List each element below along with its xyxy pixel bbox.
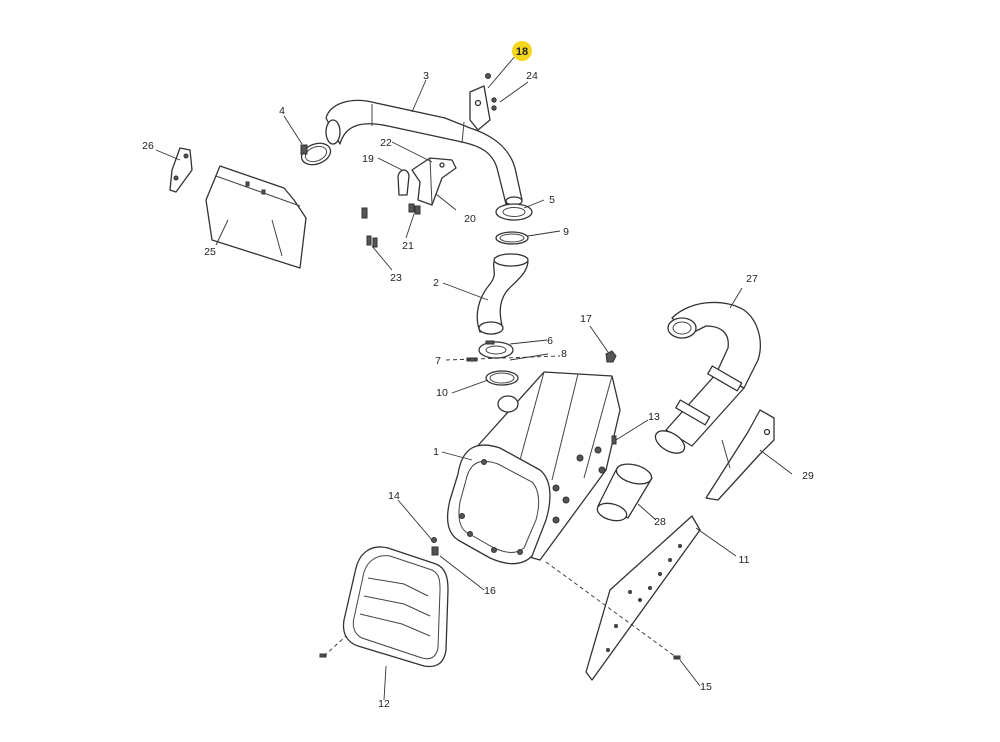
part-16-nut[interactable] [431,546,439,556]
callout-16[interactable]: 16 [484,585,496,597]
part-1-muffler[interactable] [446,371,621,565]
callout-27[interactable]: 27 [746,273,758,285]
part-28-tailpipe[interactable] [595,461,653,524]
heat-shield-holes [606,544,682,652]
part-3-upper-pipe[interactable] [325,99,523,206]
part-5-flange[interactable] [495,203,533,221]
leader-lines [155,54,793,701]
callout-14[interactable]: 14 [388,490,400,502]
part-2-lower-pipe[interactable] [476,253,529,335]
callout-13[interactable]: 13 [648,411,660,423]
part-26-shield-clip[interactable] [169,147,193,193]
callout-22[interactable]: 22 [380,137,392,149]
muffler-studs [459,446,606,555]
callout-1[interactable]: 1 [433,446,439,458]
callout-21[interactable]: 21 [402,240,414,252]
callout-labels: 3 4 24 26 22 19 5 20 9 21 25 23 27 2 17 … [142,70,814,710]
callout-29[interactable]: 29 [802,470,814,482]
part-17-nut[interactable] [605,350,617,363]
callout-17[interactable]: 17 [580,313,592,325]
callout-4[interactable]: 4 [279,105,285,117]
part-24-hanger-bracket[interactable] [469,73,497,131]
part-20-bracket[interactable] [411,157,457,206]
part-29-bracket[interactable] [705,409,775,501]
part-6-flange[interactable] [478,341,514,359]
callout-28[interactable]: 28 [654,516,666,528]
highlight-marker [512,41,532,61]
callout-18: 18 [516,46,528,58]
part-10-gasket[interactable] [485,370,519,386]
part-19-strap[interactable] [397,169,410,196]
part-9-gasket[interactable] [495,231,529,245]
callout-6[interactable]: 6 [547,335,553,347]
part-12-grille[interactable] [342,546,449,668]
callout-23[interactable]: 23 [390,272,402,284]
part-11-heat-shield[interactable] [585,515,701,681]
callout-25[interactable]: 25 [204,246,216,258]
part-25-side-shield[interactable] [205,165,307,269]
callout-10[interactable]: 10 [436,387,448,399]
callout-26[interactable]: 26 [142,140,154,152]
part-23-bolts[interactable] [366,235,378,248]
callout-20[interactable]: 20 [464,213,476,225]
callout-11[interactable]: 11 [739,554,750,566]
part-4-clamp[interactable] [298,139,333,168]
callout-18-highlighted[interactable]: 18 [512,41,532,61]
callout-3[interactable]: 3 [423,70,429,82]
callout-9[interactable]: 9 [563,226,569,238]
callout-7[interactable]: 7 [435,355,441,367]
callout-15[interactable]: 15 [700,681,712,693]
callout-19[interactable]: 19 [362,153,374,165]
callout-2[interactable]: 2 [433,277,439,289]
part-27-rear-pipe[interactable] [652,301,761,457]
part-21-bolts[interactable] [361,203,421,219]
callout-12[interactable]: 12 [378,698,390,710]
part-12-screw[interactable] [319,653,327,658]
part-13-stud[interactable] [611,435,617,445]
part-14-stud[interactable] [431,537,437,543]
callout-5[interactable]: 5 [549,194,555,206]
callout-24[interactable]: 24 [526,70,538,82]
callout-8[interactable]: 8 [561,348,567,360]
